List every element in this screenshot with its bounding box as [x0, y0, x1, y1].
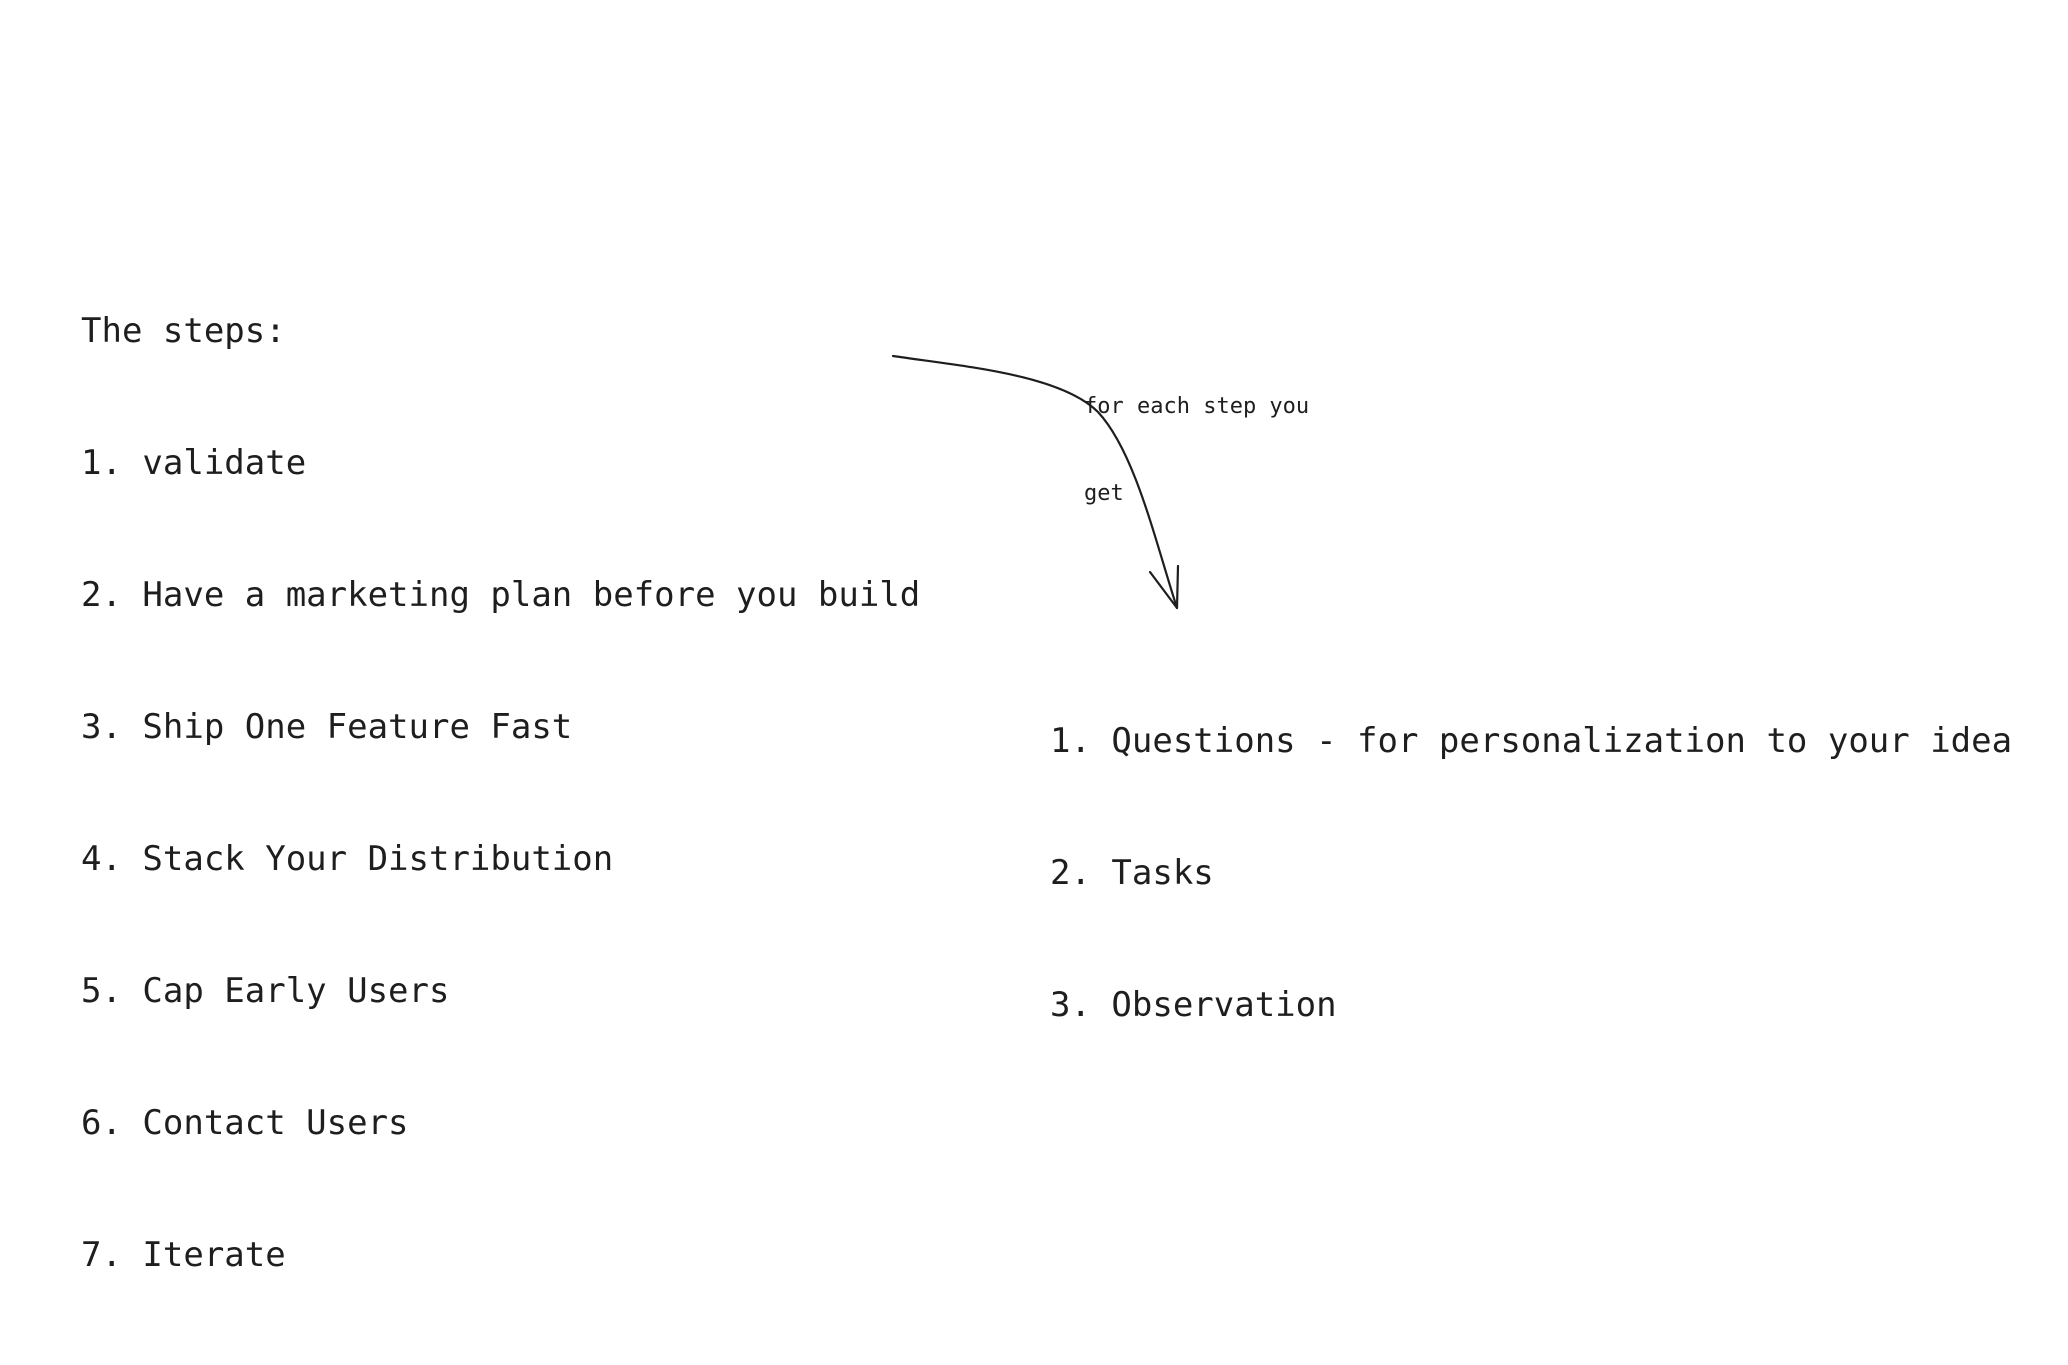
annotation-line: get	[1084, 481, 1124, 506]
whiteboard-canvas: The steps: 1. validate 2. Have a marketi…	[81, 311, 2013, 1275]
step-item: 6. Contact Users	[81, 1103, 409, 1143]
result-item: 3. Observation	[1050, 985, 1337, 1025]
step-item: 3. Ship One Feature Fast	[81, 707, 573, 747]
arrow-head	[1148, 564, 1180, 610]
steps-heading: The steps:	[81, 311, 286, 351]
step-item: 7. Iterate	[81, 1235, 286, 1275]
result-item: 2. Tasks	[1050, 853, 1214, 893]
step-item: 5. Cap Early Users	[81, 971, 450, 1011]
annotation-line: for each step you	[1084, 394, 1310, 419]
step-item: 2. Have a marketing plan before you buil…	[81, 575, 921, 615]
step-item: 4. Stack Your Distribution	[81, 839, 614, 879]
step-item: 1. validate	[81, 443, 307, 483]
arrow-annotation-text[interactable]: for each step you get	[1084, 334, 1309, 566]
results-text-block[interactable]: 1. Questions - for personalization to yo…	[1050, 631, 2012, 1115]
result-item: 1. Questions - for personalization to yo…	[1050, 721, 2013, 761]
steps-text-block[interactable]: The steps: 1. validate 2. Have a marketi…	[81, 221, 920, 1365]
